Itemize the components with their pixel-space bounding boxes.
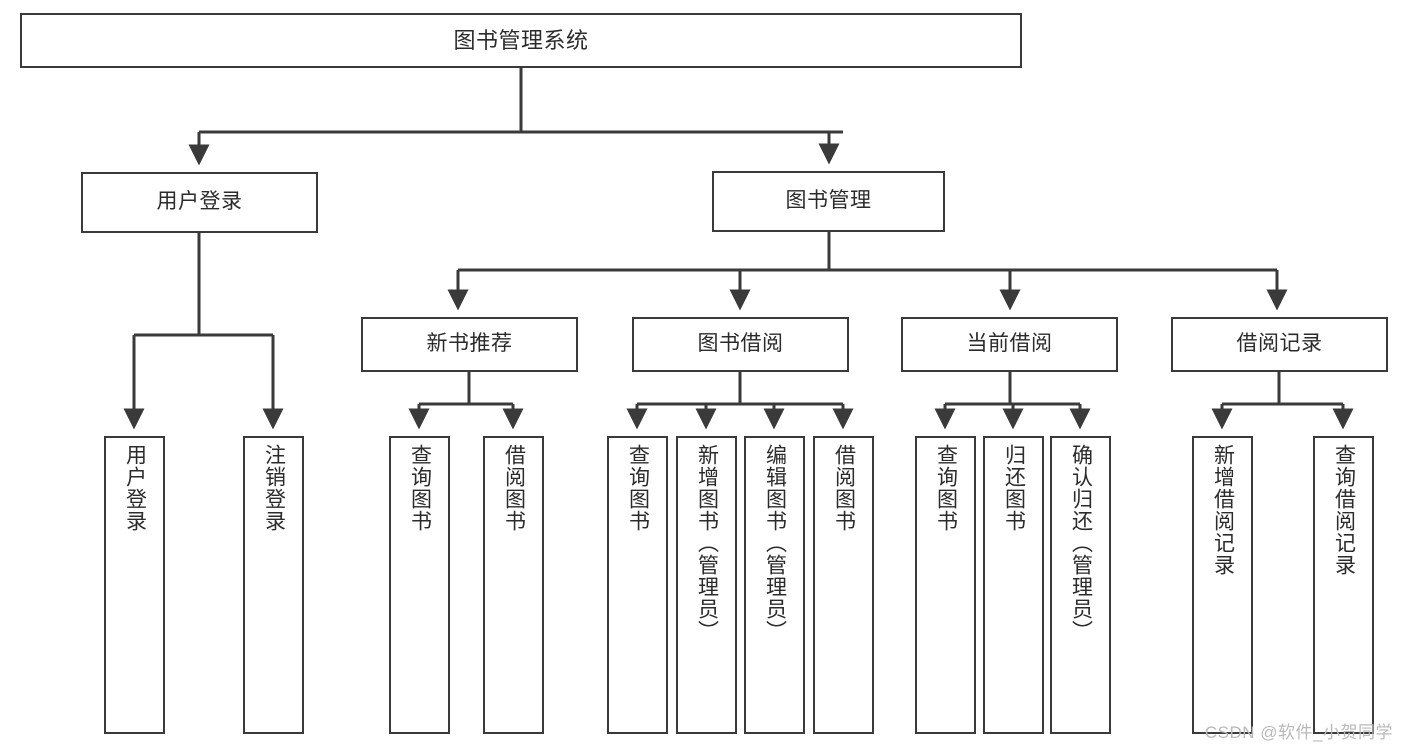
node-user-login-label: 用户登录 <box>156 190 243 214</box>
node-borrow-record-label: 借阅记录 <box>1236 332 1323 356</box>
leaf-borrow-book-1[interactable]: 借阅图书 <box>483 436 544 734</box>
leaf-query-book-1-label: 查询图书 <box>408 444 432 532</box>
node-book-management-label: 图书管理 <box>785 189 872 213</box>
leaf-query-record[interactable]: 查询借阅记录 <box>1313 436 1374 734</box>
leaf-edit-book-label: 编辑图书（管理员） <box>763 444 787 642</box>
leaf-query-book-3-label: 查询图书 <box>934 444 958 532</box>
leaf-user-login-label: 用户登录 <box>123 444 147 532</box>
node-new-book-recommend[interactable]: 新书推荐 <box>361 317 578 372</box>
leaf-query-book-2-label: 查询图书 <box>626 444 650 532</box>
node-book-borrow-label: 图书借阅 <box>697 332 784 356</box>
leaf-edit-book[interactable]: 编辑图书（管理员） <box>744 436 805 734</box>
leaf-add-book-label: 新增图书（管理员） <box>695 444 719 642</box>
node-current-borrow-label: 当前借阅 <box>966 332 1053 356</box>
leaf-add-book[interactable]: 新增图书（管理员） <box>676 436 737 734</box>
node-book-borrow[interactable]: 图书借阅 <box>632 317 849 372</box>
leaf-query-book-3[interactable]: 查询图书 <box>915 436 976 734</box>
leaf-return-book[interactable]: 归还图书 <box>983 436 1044 734</box>
node-new-book-recommend-label: 新书推荐 <box>426 332 513 356</box>
leaf-user-login[interactable]: 用户登录 <box>104 436 165 734</box>
node-root-label: 图书管理系统 <box>453 27 589 53</box>
leaf-add-record-label: 新增借阅记录 <box>1211 444 1235 576</box>
leaf-borrow-book-2-label: 借阅图书 <box>832 444 856 532</box>
node-root[interactable]: 图书管理系统 <box>20 13 1022 68</box>
leaf-logout[interactable]: 注销登录 <box>243 436 304 734</box>
leaf-query-record-label: 查询借阅记录 <box>1332 444 1356 576</box>
watermark: CSDN @软件_小贺同学 <box>1204 723 1393 742</box>
leaf-query-book-2[interactable]: 查询图书 <box>607 436 668 734</box>
leaf-borrow-book-1-label: 借阅图书 <box>502 444 526 532</box>
leaf-logout-label: 注销登录 <box>262 444 286 532</box>
node-current-borrow[interactable]: 当前借阅 <box>901 317 1118 372</box>
leaf-confirm-return-label: 确认归还（管理员） <box>1069 444 1093 642</box>
node-borrow-record[interactable]: 借阅记录 <box>1171 317 1388 372</box>
node-user-login[interactable]: 用户登录 <box>81 172 318 233</box>
leaf-borrow-book-2[interactable]: 借阅图书 <box>813 436 874 734</box>
leaf-confirm-return[interactable]: 确认归还（管理员） <box>1050 436 1111 734</box>
leaf-return-book-label: 归还图书 <box>1002 444 1026 532</box>
node-book-management[interactable]: 图书管理 <box>712 171 945 232</box>
leaf-query-book-1[interactable]: 查询图书 <box>389 436 450 734</box>
leaf-add-record[interactable]: 新增借阅记录 <box>1192 436 1253 734</box>
